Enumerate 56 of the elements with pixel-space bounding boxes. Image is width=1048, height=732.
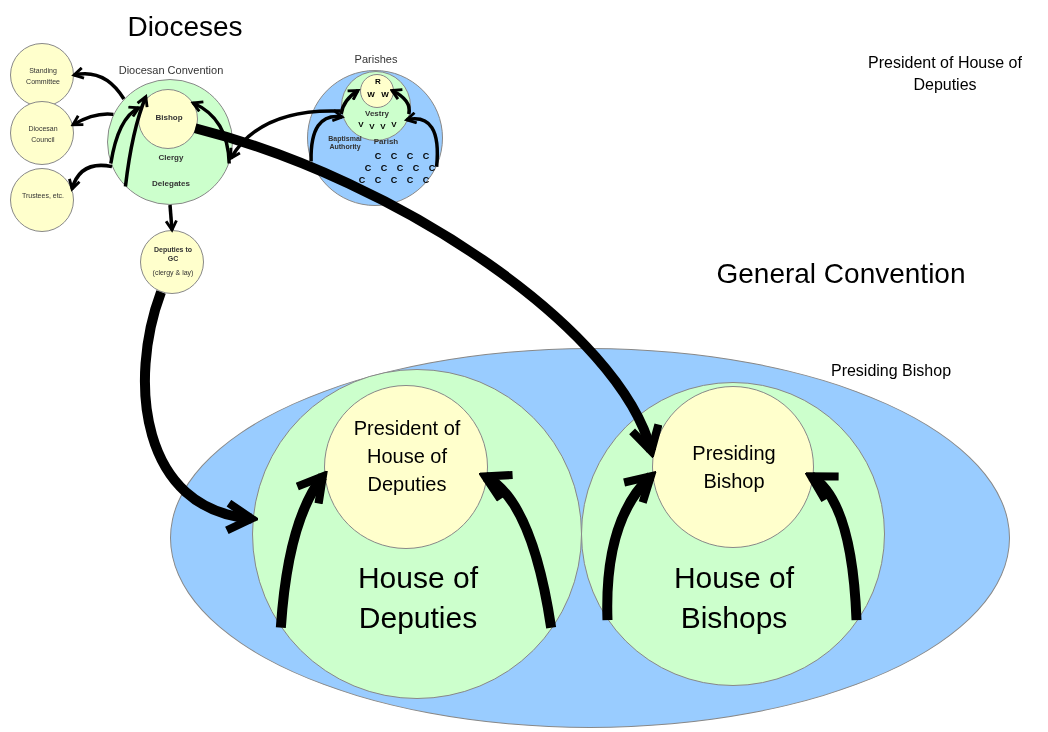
member-letter: C xyxy=(412,163,420,173)
member-letter: V xyxy=(368,122,376,131)
member-letter: V xyxy=(357,120,365,129)
member-letter: V xyxy=(379,122,387,131)
arrow xyxy=(481,472,557,629)
rector-circle xyxy=(360,74,394,108)
arrow xyxy=(807,472,862,621)
member-letter: C xyxy=(364,163,372,173)
member-letter: C xyxy=(374,151,382,161)
heading: General Convention xyxy=(715,257,967,291)
arrow xyxy=(193,123,660,455)
member-letter: C xyxy=(390,151,398,161)
member-letter: C xyxy=(380,163,388,173)
member-letter: C xyxy=(406,151,414,161)
node-label: President of House of Deputies xyxy=(352,416,462,497)
arrow xyxy=(602,472,655,621)
arrow xyxy=(229,109,341,160)
node-label: House of Deputies xyxy=(356,560,480,636)
arrow xyxy=(123,95,149,187)
heading: President of House of Deputies xyxy=(867,53,1023,95)
arrow xyxy=(339,89,360,115)
arrow xyxy=(390,88,411,115)
heading: Presiding Bishop xyxy=(829,361,953,381)
node-label: Parish xyxy=(372,137,400,146)
member-letter: C xyxy=(390,175,398,185)
heading: Parishes xyxy=(353,52,399,67)
arrow xyxy=(68,163,113,191)
member-letter: C xyxy=(374,175,382,185)
heading: Dioceses xyxy=(126,10,244,44)
member-letter: C xyxy=(358,175,366,185)
node-label: House of Bishops xyxy=(672,560,796,636)
member-letter: C xyxy=(422,151,430,161)
member-letter: C xyxy=(428,163,436,173)
node-label: Vestry xyxy=(364,109,390,118)
arrow xyxy=(140,290,256,532)
bishop-circle xyxy=(138,89,198,149)
arrow xyxy=(109,106,141,164)
member-letter: C xyxy=(422,175,430,185)
arrow xyxy=(275,472,327,629)
arrow xyxy=(309,109,344,162)
member-letter: W xyxy=(366,90,376,99)
member-letter: V xyxy=(390,120,398,129)
member-letter: W xyxy=(380,90,390,99)
arrow xyxy=(191,100,231,164)
member-letter: C xyxy=(406,175,414,185)
member-letter: C xyxy=(396,163,404,173)
member-letter: R xyxy=(374,77,382,86)
heading: Diocesan Convention xyxy=(117,63,225,78)
arrow xyxy=(72,66,126,100)
node-label: Delegates xyxy=(151,178,191,190)
arrow xyxy=(164,204,178,232)
node-label: Bishop xyxy=(154,112,184,124)
node-label: Presiding Bishop xyxy=(691,441,777,494)
arrow xyxy=(405,111,440,167)
node-label: Clergy xyxy=(157,152,185,164)
arrow xyxy=(71,112,114,127)
